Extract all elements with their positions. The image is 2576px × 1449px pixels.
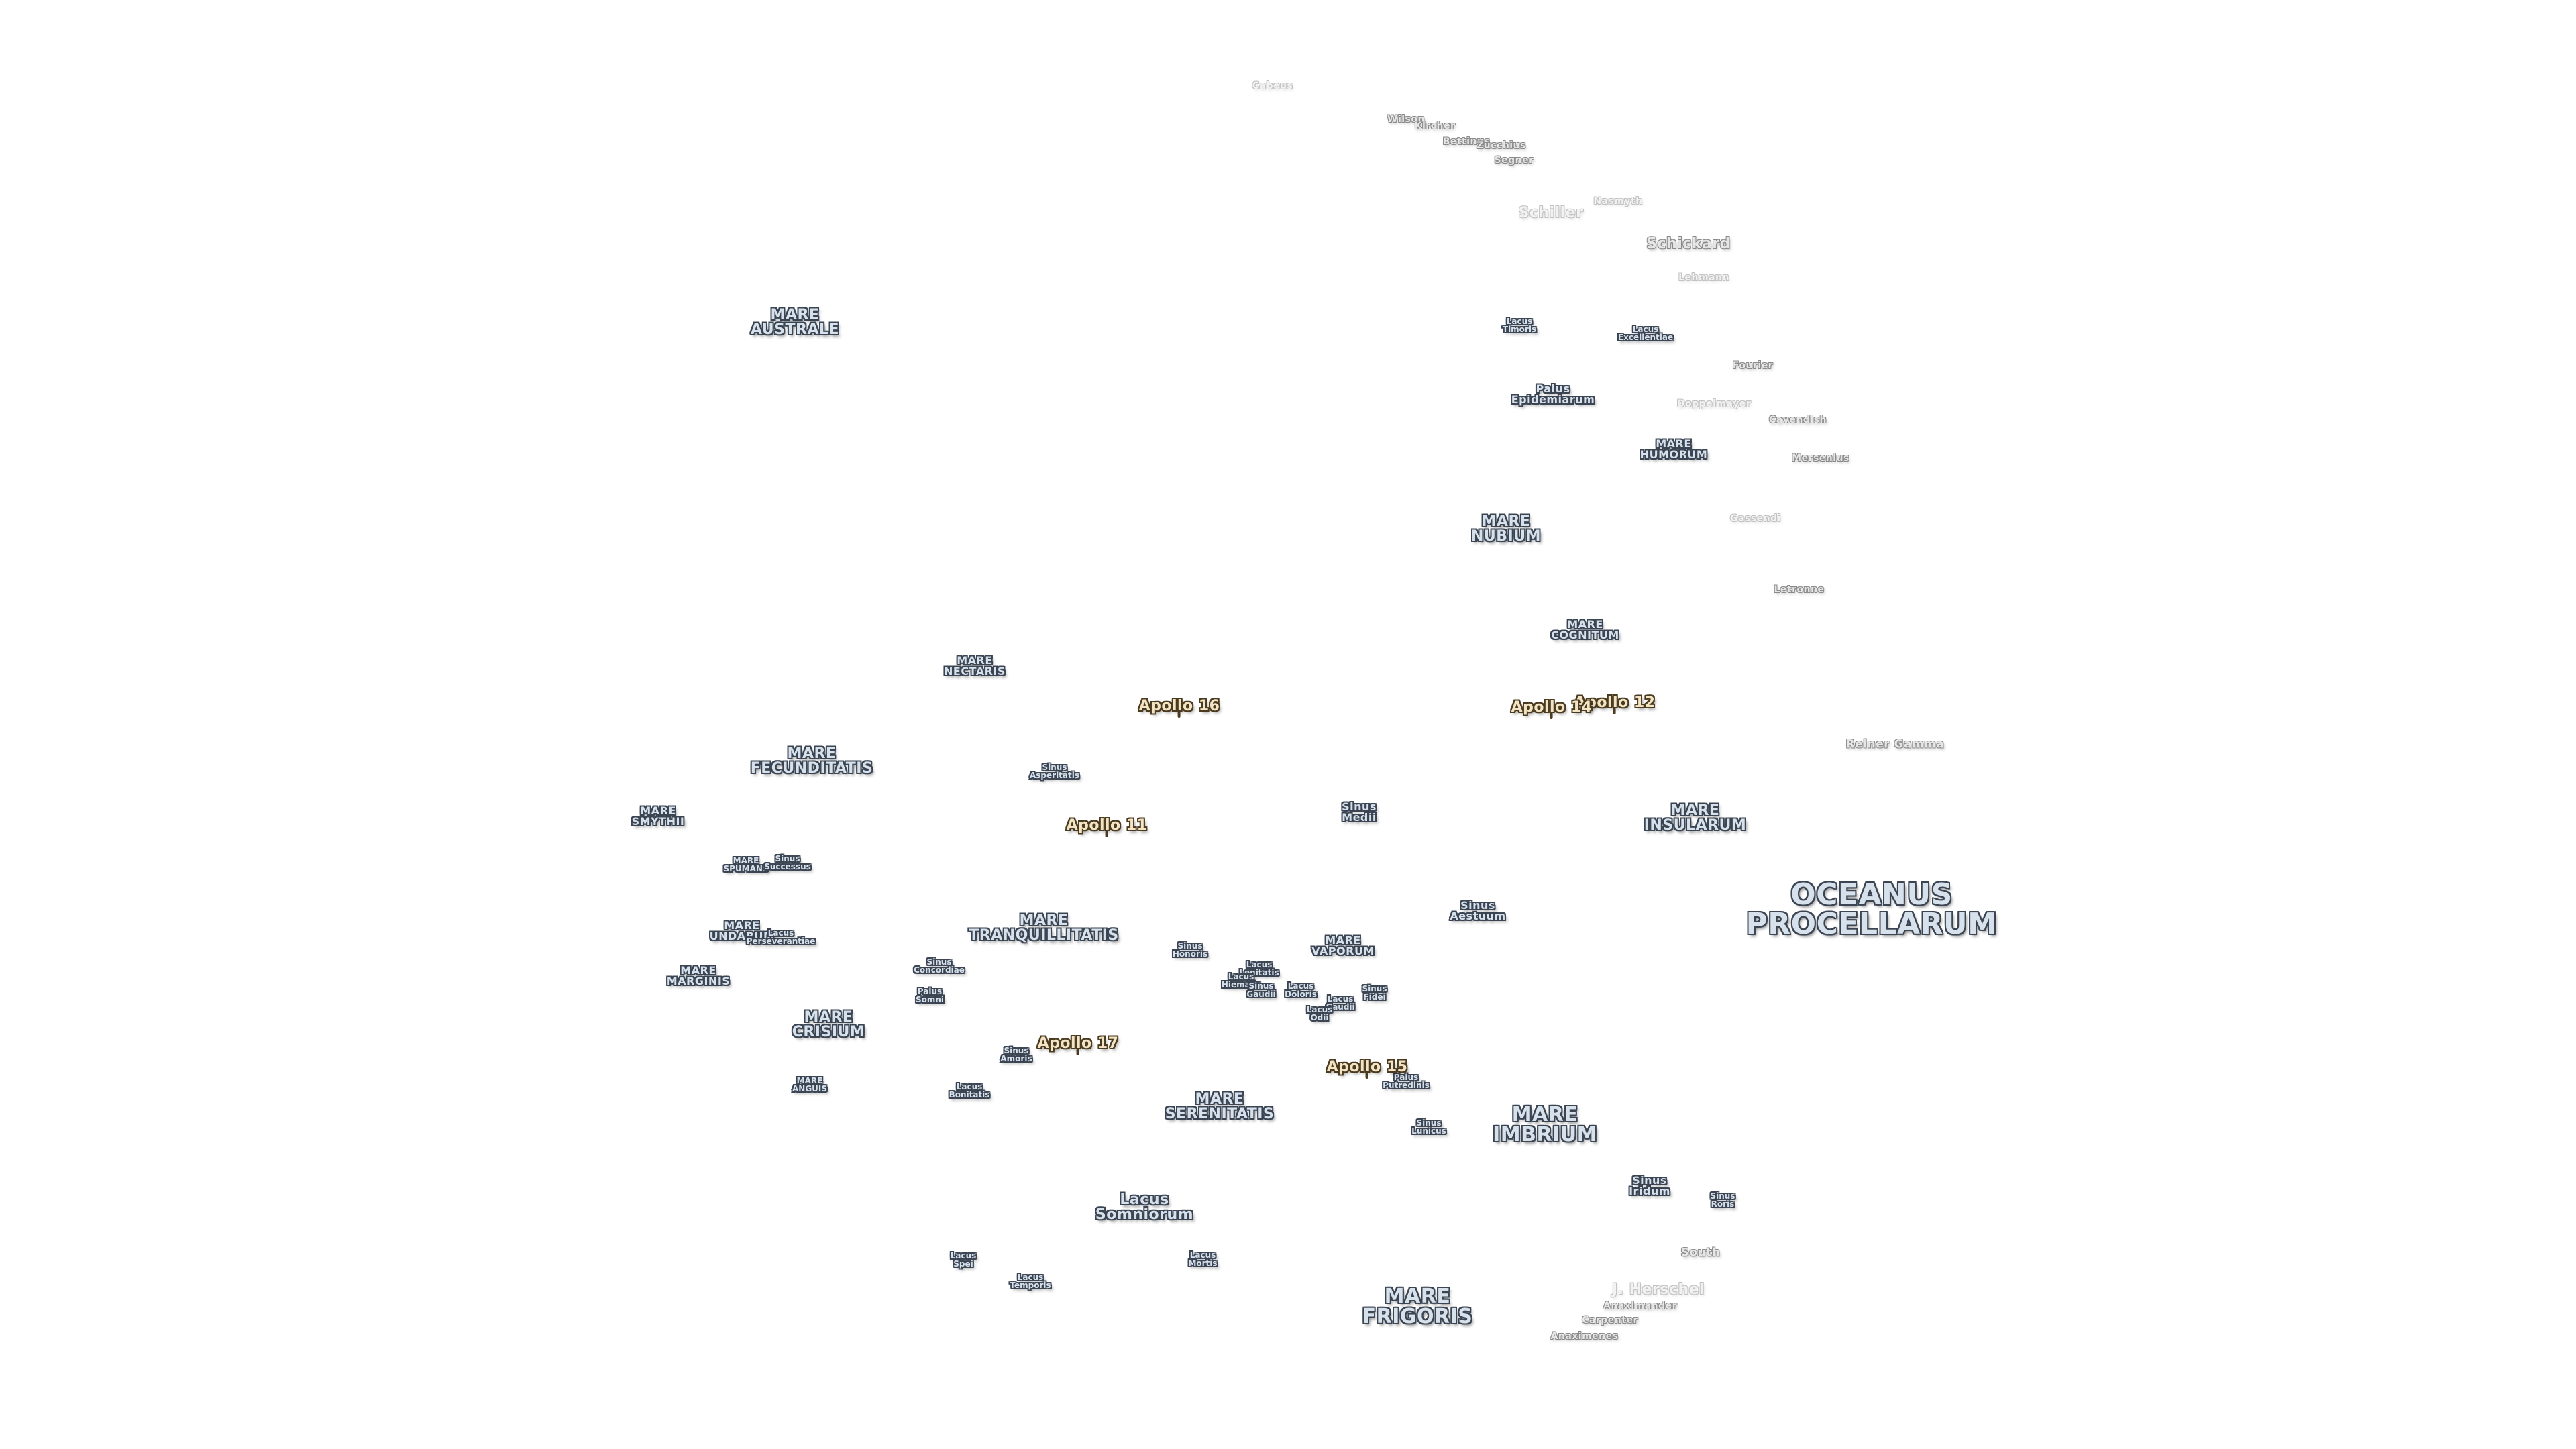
label-mare-smythii[interactable]: MARE SMYTHII xyxy=(631,804,685,828)
label-mare-tranquillitatis[interactable]: MARE TRANQUILLITATIS xyxy=(969,912,1119,944)
label-mare-vaporum[interactable]: MARE VAPORUM xyxy=(1311,934,1375,957)
label-lacus-mortis[interactable]: Lacus Mortis xyxy=(1188,1250,1218,1268)
label-crater-letronne[interactable]: Letronne xyxy=(1774,584,1825,595)
label-sinus-roris[interactable]: Sinus Roris xyxy=(1710,1191,1735,1209)
label-mare-cognitum[interactable]: MARE COGNITUM xyxy=(1551,618,1619,641)
label-mare-marginis[interactable]: MARE MARGINIS xyxy=(666,964,731,987)
label-lacus-odii[interactable]: Lacus Odii xyxy=(1306,1005,1333,1022)
label-mare-nubium[interactable]: MARE NUBIUM xyxy=(1471,513,1541,545)
label-lacus-timoris[interactable]: Lacus Timoris xyxy=(1502,317,1537,334)
label-crater-mersenius[interactable]: Mersenius xyxy=(1792,453,1849,464)
label-apollo-12-text: Apollo 12 xyxy=(1574,694,1656,711)
label-crater-j-herschel[interactable]: J. Herschel xyxy=(1611,1281,1705,1298)
label-crater-schiller[interactable]: Schiller xyxy=(1518,205,1584,221)
label-mare-australe[interactable]: MARE AUSTRALE xyxy=(750,307,840,338)
label-lacus-spei[interactable]: Lacus Spei xyxy=(950,1251,977,1269)
label-crater-doppelmayer[interactable]: Doppelmayer xyxy=(1676,398,1752,409)
label-sinus-iridum[interactable]: Sinus Iridum xyxy=(1629,1174,1670,1197)
label-sinus-asperitatis[interactable]: Sinus Asperitatis xyxy=(1029,763,1080,780)
landing-site-marker xyxy=(1365,1072,1368,1079)
label-mare-insularum[interactable]: MARE INSULARUM xyxy=(1644,802,1747,834)
label-palus-putredinis[interactable]: Palus Putredinis xyxy=(1383,1073,1430,1090)
label-crater-anaximander[interactable]: Anaximander xyxy=(1603,1301,1678,1311)
label-apollo-11-text: Apollo 11 xyxy=(1066,817,1148,834)
label-mare-spumans[interactable]: MARE SPUMANS xyxy=(723,856,769,873)
label-sinus-successus[interactable]: Sinus Successus xyxy=(764,854,811,871)
label-crater-schickard[interactable]: Schickard xyxy=(1646,235,1731,252)
label-mare-fecunditatis[interactable]: MARE FECUNDITATIS xyxy=(750,745,873,777)
label-crater-bettinus[interactable]: Bettinus xyxy=(1442,136,1491,147)
label-lacus-bonitatis[interactable]: Lacus Bonitatis xyxy=(949,1082,990,1099)
label-apollo-15[interactable]: Apollo 15 xyxy=(1326,1059,1408,1079)
label-apollo-14-text: Apollo 14 xyxy=(1511,699,1593,716)
label-sinus-aestuum[interactable]: Sinus Aestuum xyxy=(1450,899,1506,922)
label-apollo-16[interactable]: Apollo 16 xyxy=(1138,698,1220,718)
label-crater-lehmann[interactable]: Lehmann xyxy=(1678,272,1729,283)
label-apollo-14[interactable]: Apollo 14 xyxy=(1511,699,1593,719)
label-crater-kircher[interactable]: Kircher xyxy=(1414,121,1456,131)
label-sinus-lunicus[interactable]: Sinus Lunicus xyxy=(1411,1118,1446,1136)
label-sinus-medii[interactable]: Sinus Medii xyxy=(1342,800,1377,824)
label-lacus-temporis[interactable]: Lacus Temporis xyxy=(1010,1273,1051,1290)
label-apollo-16-text: Apollo 16 xyxy=(1138,698,1220,714)
landing-site-marker xyxy=(1076,1049,1079,1055)
label-mare-frigoris[interactable]: MARE FRIGORIS xyxy=(1362,1285,1473,1328)
label-oceanus-procellarum[interactable]: OCEANUS PROCELLARUM xyxy=(1746,877,1998,941)
label-crater-reiner-gamma[interactable]: Reiner Gamma xyxy=(1845,737,1945,751)
label-crater-anaximenes[interactable]: Anaximenes xyxy=(1550,1331,1619,1342)
label-mare-anguis[interactable]: MARE ANGUIS xyxy=(792,1076,828,1093)
label-mare-nectaris[interactable]: MARE NECTARIS xyxy=(944,654,1006,678)
label-crater-zucchius[interactable]: Zucchius xyxy=(1477,140,1526,151)
label-mare-crisium[interactable]: MARE CRISIUM xyxy=(792,1009,865,1040)
label-lacus-lenitatis[interactable]: Lacus Lenitatis xyxy=(1239,960,1279,977)
label-apollo-17[interactable]: Apollo 17 xyxy=(1037,1035,1119,1055)
label-apollo-12[interactable]: Apollo 12 xyxy=(1574,694,1656,714)
label-lacus-gaudii[interactable]: Lacus Gaudii xyxy=(1326,994,1355,1012)
label-sinus-amoris[interactable]: Sinus Amoris xyxy=(1000,1046,1032,1063)
landing-site-marker xyxy=(1613,708,1616,714)
label-palus-epidemiarum[interactable]: Palus Epidemiarum xyxy=(1511,382,1595,406)
label-mare-undarum[interactable]: MARE UNDARUM xyxy=(709,919,775,943)
label-crater-fourier[interactable]: Fourier xyxy=(1732,360,1774,371)
label-apollo-15-text: Apollo 15 xyxy=(1326,1059,1408,1075)
landing-site-marker xyxy=(1105,830,1108,837)
label-crater-cavendish[interactable]: Cavendish xyxy=(1769,415,1827,425)
label-lacus-perseverantiae[interactable]: Lacus Perseverantiae xyxy=(746,928,816,946)
label-apollo-11[interactable]: Apollo 11 xyxy=(1066,817,1148,837)
label-sinus-gaudii[interactable]: Sinus Gaudii xyxy=(1246,981,1276,999)
label-lacus-doloris[interactable]: Lacus Doloris xyxy=(1285,981,1317,999)
label-palus-somni[interactable]: Palus Somni xyxy=(915,987,945,1004)
landing-site-marker xyxy=(1550,712,1553,719)
label-mare-humorum[interactable]: MARE HUMORUM xyxy=(1640,437,1708,461)
label-mare-serenitatis[interactable]: MARE SERENITATIS xyxy=(1165,1091,1275,1122)
label-crater-wilson[interactable]: Wilson xyxy=(1387,114,1425,125)
label-sinus-fidei[interactable]: Sinus Fidei xyxy=(1362,984,1387,1002)
label-crater-nasmyth[interactable]: Nasmyth xyxy=(1593,196,1643,207)
label-lacus-excellentiae[interactable]: Lacus Excellentiae xyxy=(1617,325,1674,342)
label-apollo-17-text: Apollo 17 xyxy=(1037,1035,1119,1052)
label-lacus-hiemalis[interactable]: Lacus Hiemalis xyxy=(1221,972,1261,989)
landing-site-marker xyxy=(1177,711,1181,718)
label-crater-south[interactable]: South xyxy=(1680,1246,1721,1260)
label-mare-imbrium[interactable]: MARE IMBRIUM xyxy=(1493,1103,1597,1146)
label-lacus-somniorum[interactable]: Lacus Somniorum xyxy=(1095,1191,1194,1223)
label-sinus-honoris[interactable]: Sinus Honoris xyxy=(1172,941,1208,959)
label-sinus-concordiae[interactable]: Sinus Concordiae xyxy=(914,957,965,975)
label-crater-segner[interactable]: Segner xyxy=(1494,155,1534,166)
label-crater-carpenter[interactable]: Carpenter xyxy=(1582,1315,1638,1326)
label-crater-gassendi[interactable]: Gassendi xyxy=(1730,513,1781,524)
label-crater-cabeus[interactable]: Cabeus xyxy=(1252,80,1293,91)
